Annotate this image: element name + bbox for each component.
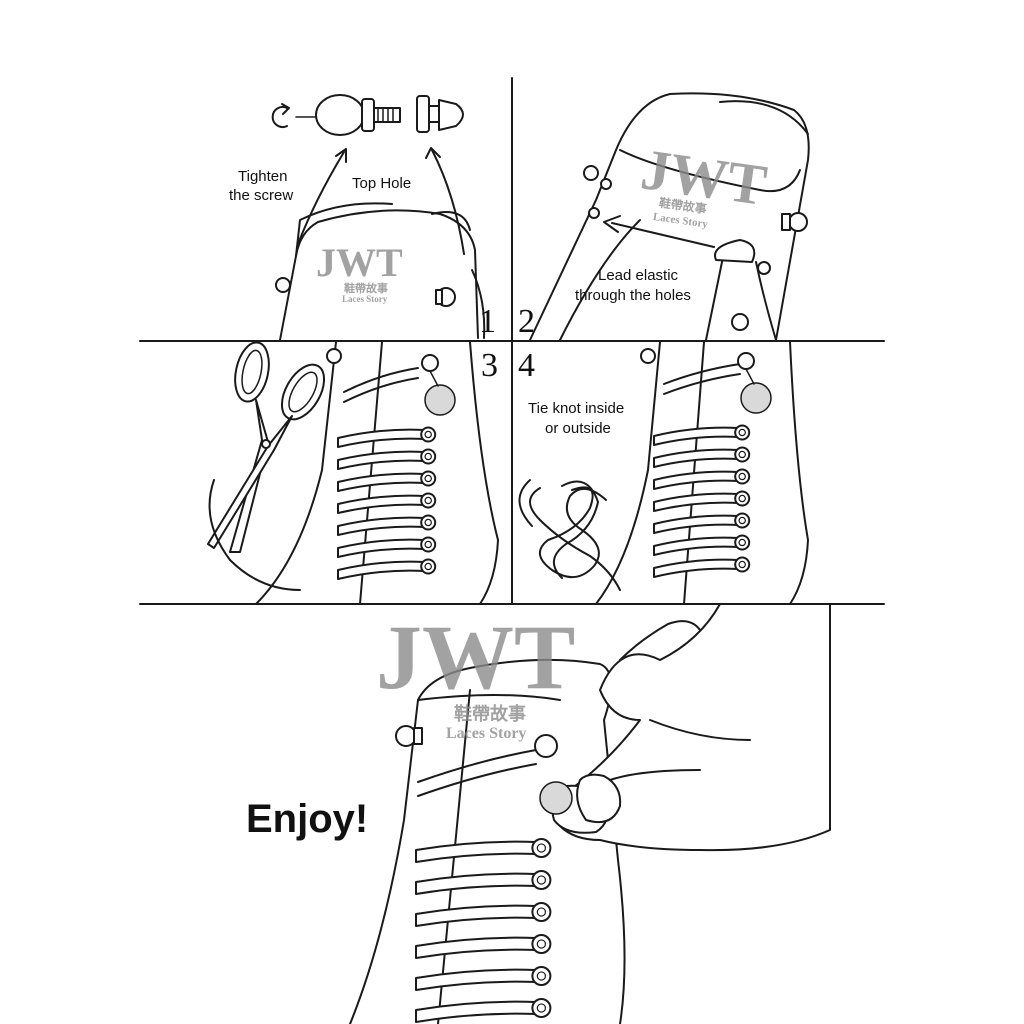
eyelet-hole xyxy=(536,971,547,981)
lace-rung xyxy=(653,558,739,578)
laces-3 xyxy=(337,426,437,580)
lace-rung xyxy=(337,560,425,580)
lace-rung xyxy=(415,840,537,863)
lace-rung xyxy=(653,536,739,556)
eyelet-hole xyxy=(536,843,547,853)
grid-lines xyxy=(139,77,885,605)
watermark-en-final: Laces Story xyxy=(446,725,526,742)
scissors-icon xyxy=(207,341,326,553)
lace-rung xyxy=(415,936,537,959)
shoe-top-1 xyxy=(275,202,486,341)
step4-label-outside: or outside xyxy=(545,420,611,437)
lace-rung xyxy=(415,968,537,991)
step4-label-tie: Tie knot inside xyxy=(528,400,624,417)
shoe-top-2 xyxy=(529,92,810,341)
eyelet-hole xyxy=(424,518,432,527)
rotate-arrow-icon xyxy=(271,103,290,128)
hand-icon xyxy=(539,603,831,852)
enjoy-caption: Enjoy! xyxy=(246,797,368,841)
laces-4 xyxy=(653,424,751,578)
panel1-arrows xyxy=(297,147,465,255)
eyelet-hole xyxy=(738,450,746,459)
watermark-en-1: Laces Story xyxy=(342,294,388,304)
eyelet-hole xyxy=(536,1003,547,1013)
knot-icon xyxy=(518,479,621,591)
lace-rung xyxy=(337,516,425,536)
shoe-front-3 xyxy=(255,341,499,605)
lace-rung xyxy=(653,470,739,490)
step2-label-lead: Lead elastic xyxy=(598,267,679,284)
shoe-final xyxy=(349,658,626,1024)
panel-step-4: Tie knot inside or outside 4 xyxy=(518,341,809,605)
lace-rung xyxy=(337,538,425,558)
lace-rung xyxy=(415,1000,537,1023)
eyelet-hole xyxy=(424,540,432,549)
lace-rung xyxy=(653,448,739,468)
lace-rung xyxy=(337,428,425,448)
eyelet-hole xyxy=(424,496,432,505)
eyelet-hole xyxy=(536,939,547,949)
lace-rung xyxy=(337,450,425,470)
step1-label-screw: the screw xyxy=(229,187,293,204)
panel-final: JWT 鞋帶故事 Laces Story Enjoy! xyxy=(246,603,831,1024)
watermark-cn-final: 鞋帶故事 xyxy=(454,703,526,724)
lace-rung xyxy=(337,494,425,514)
lock-screw-icon xyxy=(295,94,401,136)
eyelet-hole xyxy=(424,562,432,571)
eyelet-hole xyxy=(424,430,432,439)
watermark-cn-1: 鞋帶故事 xyxy=(344,281,388,295)
lace-rung xyxy=(337,472,425,492)
lace-rung xyxy=(415,872,537,895)
step-number-4: 4 xyxy=(518,347,535,384)
eyelet-hole xyxy=(738,494,746,503)
watermark-brand-final: JWT xyxy=(376,606,575,708)
watermark-brand-1: JWT xyxy=(316,240,403,285)
step-number-2: 2 xyxy=(518,303,535,340)
watermark-cn-2: 鞋帶故事 xyxy=(658,195,708,217)
lock-cap-icon xyxy=(416,95,464,133)
panel-step-2: JWT 鞋帶故事 Laces Story Lead elastic throug… xyxy=(518,92,810,341)
step-number-1: 1 xyxy=(479,303,496,340)
eyelet-hole xyxy=(424,452,432,461)
laces-final xyxy=(415,838,552,1023)
eyelet-hole xyxy=(738,472,746,481)
step1-label-tighten: Tighten xyxy=(238,168,287,185)
eyelet-hole xyxy=(738,538,746,547)
eyelet-hole xyxy=(536,875,547,885)
step2-label-holes: through the holes xyxy=(575,287,691,304)
lace-rung xyxy=(415,904,537,927)
panel-step-3: 3 xyxy=(207,341,499,605)
lead-arrow xyxy=(603,215,715,248)
lace-rung xyxy=(653,492,739,512)
eyelet-hole xyxy=(738,516,746,525)
step1-label-top-hole: Top Hole xyxy=(352,175,411,192)
eyelet-hole xyxy=(738,428,746,437)
eyelet-hole xyxy=(424,474,432,483)
lace-rung xyxy=(653,514,739,534)
loose-lace-3 xyxy=(208,479,301,591)
eyelet-hole xyxy=(536,907,547,917)
step-number-3: 3 xyxy=(481,347,498,384)
panel-step-1: Tighten the screw Top Hole JWT 鞋帶故事 Lace… xyxy=(229,94,496,341)
eyelet-hole xyxy=(738,560,746,569)
